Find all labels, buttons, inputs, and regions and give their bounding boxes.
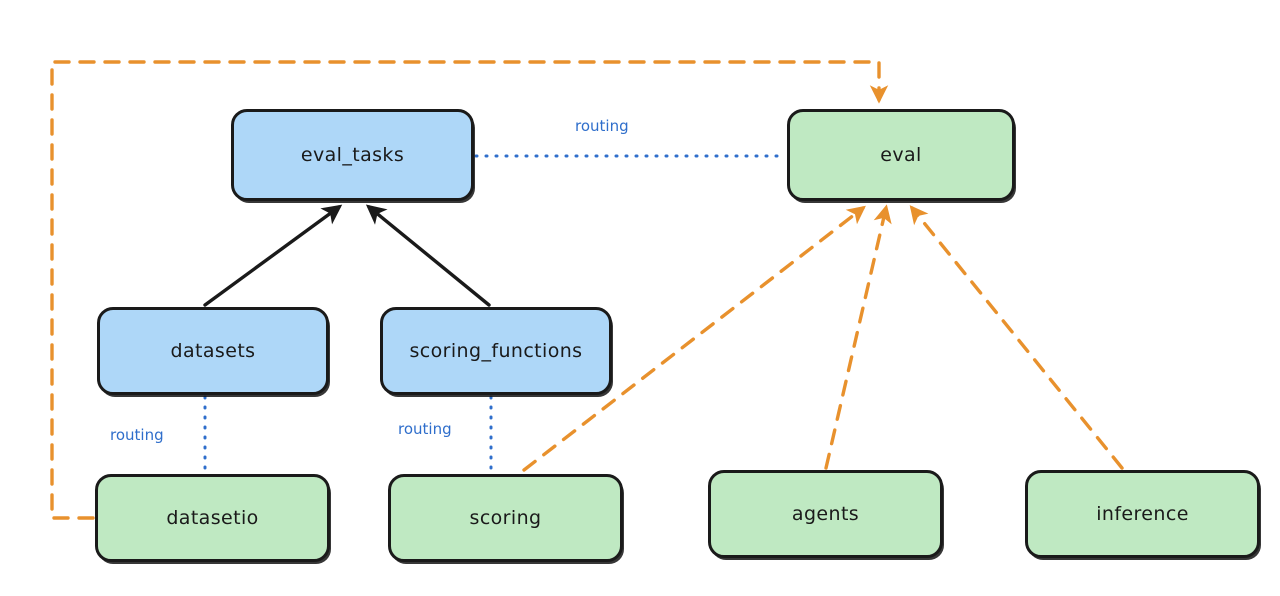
dependency-edge-agents-to-eval [824,204,892,470]
edge-label-routing-scoring: routing [398,420,452,438]
node-label-inference: inference [1096,503,1189,525]
node-scoring-functions[interactable]: scoring_functions [380,307,612,395]
dependency-edge-inference-to-eval [909,205,1124,470]
node-label-scoring-functions: scoring_functions [409,340,583,362]
composition-edge-datasets-to-eval-tasks [203,204,343,307]
node-label-scoring: scoring [469,507,542,529]
node-label-eval: eval [880,144,922,166]
edge-label-routing-eval: routing [575,117,629,135]
node-datasets[interactable]: datasets [97,307,329,395]
node-label-datasetio: datasetio [166,507,259,529]
dependency-edge-datasetio-to-eval [50,60,889,520]
node-scoring[interactable]: scoring [388,474,623,562]
node-label-agents: agents [791,503,860,525]
edge-label-routing-datasetio: routing [110,426,164,444]
node-eval-tasks[interactable]: eval_tasks [231,109,474,201]
dependency-edge-scoring-to-eval [522,205,866,472]
composition-edge-scoring-functions-to-eval-tasks [365,204,491,307]
node-inference[interactable]: inference [1025,470,1260,558]
node-agents[interactable]: agents [708,470,943,558]
node-eval[interactable]: eval [787,109,1015,201]
node-label-eval-tasks: eval_tasks [300,144,405,166]
node-datasetio[interactable]: datasetio [95,474,330,562]
node-label-datasets: datasets [170,340,256,362]
